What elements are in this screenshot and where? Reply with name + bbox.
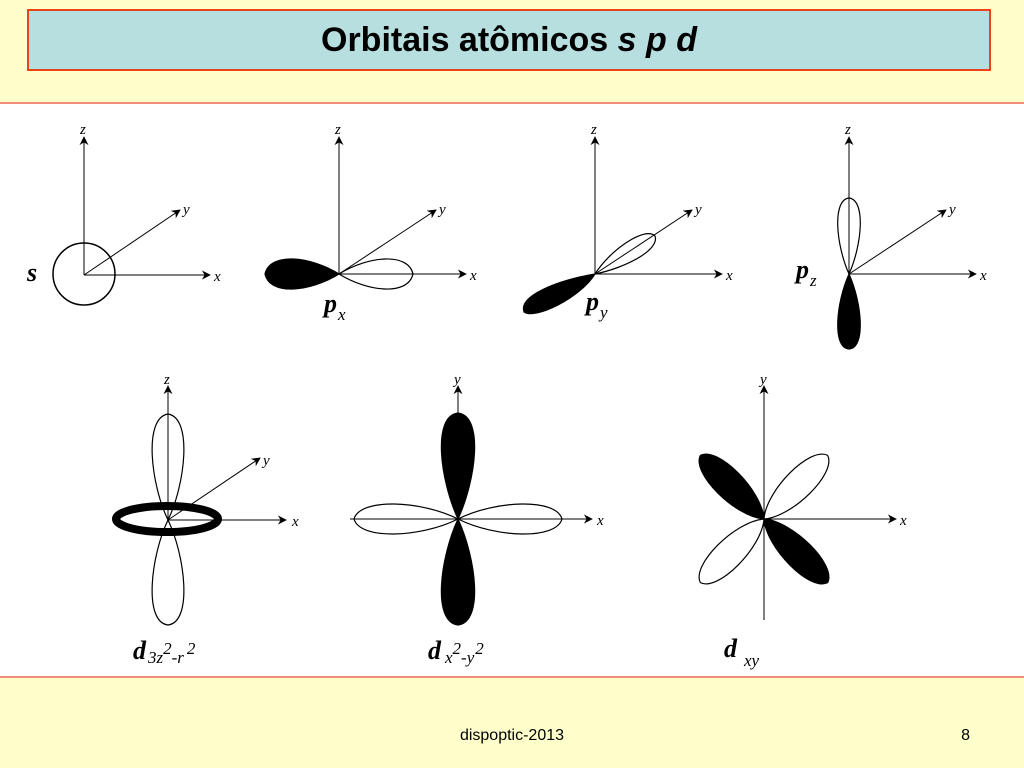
y-axis-label: y bbox=[261, 453, 270, 469]
y-axis-label: y bbox=[693, 202, 702, 218]
title-emphasis-text: s p d bbox=[617, 20, 697, 59]
x-axis-label: x bbox=[291, 514, 299, 530]
top-divider bbox=[0, 102, 1024, 104]
y-axis-label: y bbox=[758, 372, 767, 388]
dx2y2-lobe-left bbox=[353, 503, 460, 535]
pz-lobe-positive bbox=[837, 197, 861, 276]
title-main-text: Orbitais atômicos bbox=[321, 20, 618, 59]
x-axis-label: x bbox=[213, 269, 221, 285]
px-orbital-diagram: z x y px bbox=[264, 122, 477, 324]
px-lobe-negative bbox=[264, 258, 341, 290]
z-axis-label: z bbox=[334, 122, 341, 138]
x-axis-label: x bbox=[899, 513, 907, 529]
x-axis-label: x bbox=[725, 268, 733, 284]
pz-orbital-label: pz bbox=[794, 255, 817, 290]
px-orbital-label: px bbox=[322, 289, 346, 324]
x-axis-label: x bbox=[469, 268, 477, 284]
y-axis-label: y bbox=[437, 202, 446, 218]
z-axis-label: z bbox=[163, 372, 170, 388]
x-axis-label: x bbox=[596, 513, 604, 529]
z-axis-label: z bbox=[844, 122, 851, 138]
z-axis-label: z bbox=[590, 122, 597, 138]
s-orbital-sphere bbox=[52, 242, 116, 306]
footer-label: dispoptic-2013 bbox=[459, 727, 565, 744]
y-axis bbox=[848, 209, 947, 275]
dxy-lobe-lower-right bbox=[763, 518, 830, 585]
bottom-divider bbox=[0, 676, 1024, 678]
pz-orbital-diagram: z x y pz bbox=[794, 122, 987, 350]
page-number: 8 bbox=[961, 727, 970, 744]
dz2-lobe-lower bbox=[151, 518, 185, 626]
dx2y2-lobe-down bbox=[440, 517, 476, 626]
dx2y2-lobe-right bbox=[456, 503, 563, 535]
dxy-lobe-upper-right bbox=[763, 453, 830, 520]
dxy-lobes bbox=[698, 453, 830, 585]
slide-title: Orbitais atômicos s p d bbox=[27, 9, 991, 71]
dxy-lobe-upper-left bbox=[698, 453, 765, 520]
x-axis-label: x bbox=[979, 268, 987, 284]
dz2-torus bbox=[112, 502, 222, 536]
dxy-lobe-lower-left bbox=[698, 518, 765, 585]
y-axis bbox=[83, 209, 181, 276]
dx2y2-lobe-up bbox=[440, 412, 476, 521]
y-axis bbox=[338, 209, 437, 275]
s-orbital-diagram: z x y s bbox=[26, 122, 221, 306]
pz-lobe-negative bbox=[837, 272, 861, 350]
px-lobe-positive bbox=[337, 258, 414, 290]
y-axis-label: y bbox=[181, 202, 190, 218]
y-axis-label: y bbox=[452, 372, 461, 388]
y-axis bbox=[594, 209, 693, 275]
dz2-lobe-upper bbox=[151, 413, 185, 522]
py-orbital-diagram: z x y py bbox=[522, 122, 733, 322]
py-lobe-positive bbox=[593, 233, 656, 275]
py-lobe-negative bbox=[522, 273, 597, 315]
py-orbital-label: py bbox=[584, 287, 608, 322]
z-axis-label: z bbox=[79, 122, 86, 138]
y-axis-label: y bbox=[947, 202, 956, 218]
s-orbital-label: s bbox=[26, 258, 37, 287]
